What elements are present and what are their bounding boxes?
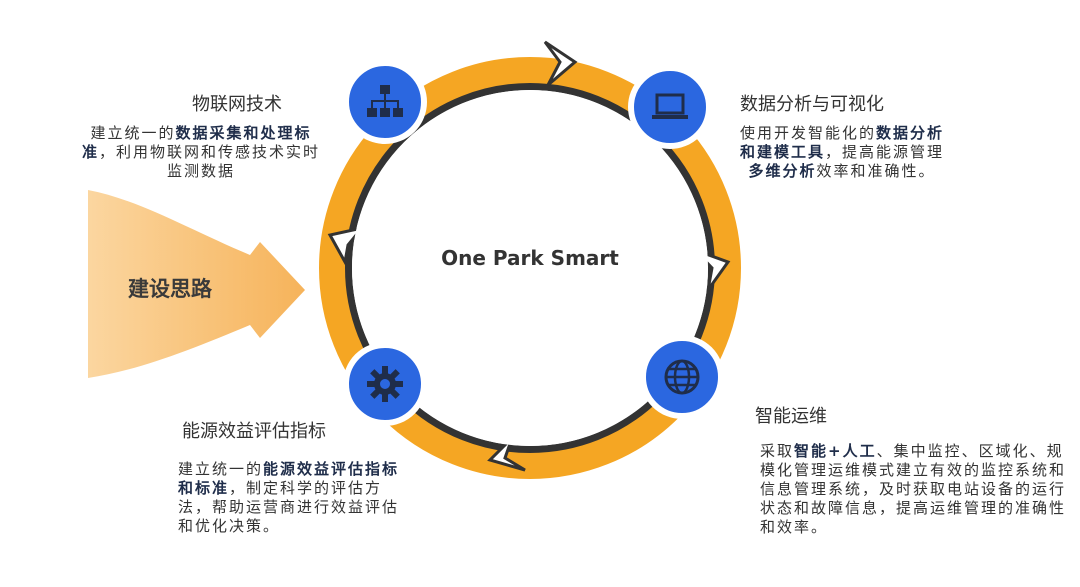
node-analytics-desc-b2: 多维分析	[748, 162, 817, 180]
node-iot-desc-t1: 建立统一的	[90, 124, 176, 142]
node-analytics-desc-t3: 效率和准确性。	[816, 162, 936, 180]
node-energy-desc-t1: 建立统一的	[178, 460, 264, 478]
node-analytics-desc-t1: 使用开发智能化的	[739, 124, 876, 142]
node-om-desc-b1: 智能+人工	[794, 442, 877, 460]
globe-icon	[664, 359, 700, 395]
ring-chevron-top	[543, 40, 578, 87]
arrow-label: 建设思路	[128, 277, 212, 301]
node-iot	[343, 60, 427, 144]
node-energy-heading: 能源效益评估指标	[182, 421, 326, 442]
node-om-desc: 采取智能+人工、集中监控、区域化、规模化管理运维模式建立有效的监控系统和信息管理…	[760, 442, 1066, 537]
laptop-icon	[652, 93, 688, 119]
node-analytics-desc: 使用开发智能化的数据分析和建模工具，提高能源管理多维分析效率和准确性。	[736, 124, 948, 181]
node-energy-desc-t2: ，制定科学的评估方法，帮助运营商进行效益评估和优化决策。	[178, 479, 400, 535]
node-analytics	[628, 65, 712, 149]
node-energy-desc: 建立统一的能源效益评估指标和标准，制定科学的评估方法，帮助运营商进行效益评估和优…	[178, 460, 410, 536]
hierarchy-icon	[367, 85, 403, 117]
node-analytics-desc-t2: ，提高能源管理	[825, 143, 945, 161]
left-arrow-shape	[88, 190, 305, 378]
node-analytics-desc-b1: 数据分析和建模工具	[739, 124, 945, 161]
node-iot-desc: 建立统一的数据采集和处理标准，利用物联网和传感技术实时监测数据	[76, 124, 326, 181]
node-energy-desc-b1: 能源效益评估指标和标准	[178, 460, 400, 497]
node-om-desc-t2: 、集中监控、区域化、规模化管理运维模式建立有效的监控系统和信息管理系统，及时获取…	[760, 442, 1067, 536]
node-iot-heading: 物联网技术	[192, 94, 282, 115]
orange-ring	[319, 57, 741, 479]
node-om-desc-t1: 采取	[760, 442, 795, 460]
gear-icon	[367, 366, 403, 402]
node-om-heading: 智能运维	[755, 406, 827, 427]
center-disk	[352, 90, 708, 446]
node-energy	[343, 342, 427, 426]
node-om	[640, 335, 724, 419]
center-title: One Park Smart	[441, 246, 619, 270]
node-iot-desc-t2: ，利用物联网和传感技术实时监测数据	[99, 143, 321, 180]
node-analytics-heading: 数据分析与可视化	[740, 94, 884, 115]
node-iot-desc-b1: 数据采集和处理标准	[81, 124, 312, 161]
